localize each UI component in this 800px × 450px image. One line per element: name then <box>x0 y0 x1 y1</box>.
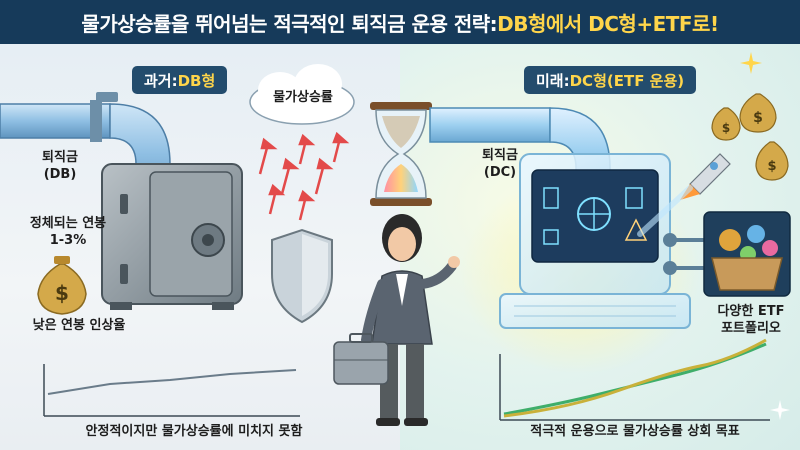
sparkle-icon <box>770 400 790 420</box>
etf-portfolio-line2: 포트폴리오 <box>721 320 781 336</box>
stagnant-salary-text: 정체되는 연봉 <box>29 216 107 231</box>
money-bag-icon-right-3: $ <box>755 141 789 181</box>
etf-portfolio-label: 다양한 ETF 포트폴리오 <box>706 304 796 338</box>
dc-severance-label: 퇴직금 (DC) <box>470 148 530 182</box>
rocket-icon <box>637 153 731 237</box>
future-caption: 적극적 운용으로 물가상승률 상회 목표 <box>530 424 740 439</box>
inflation-cloud-label: 물가상승률 <box>273 90 333 105</box>
sparkle-icon <box>740 52 762 74</box>
shield-icon <box>271 228 333 324</box>
rising-growth-chart <box>499 338 770 421</box>
money-bag-icon-right-2: $ <box>711 107 741 141</box>
safe-icon <box>101 163 243 310</box>
db-severance-type: (DB) <box>43 166 77 182</box>
db-severance-label: 퇴직금 (DB) <box>30 150 90 184</box>
past-section-label: 과거: DB형 <box>132 66 228 94</box>
title-prefix: 물가상승률을 뛰어넘는 적극적인 퇴직금 운용 전략: <box>81 11 498 36</box>
money-bag-symbol: $ <box>55 281 69 305</box>
etf-basket-icon <box>703 211 791 297</box>
money-bag-symbol: $ <box>753 110 763 126</box>
stagnant-salary-rate: 1-3% <box>49 232 87 248</box>
briefcase-icon <box>333 333 389 385</box>
past-label-highlight: DB형 <box>177 71 216 90</box>
scene-illustration: $ <box>0 64 791 426</box>
low-raise-label: 낮은 연봉 인상율 <box>32 318 126 333</box>
money-bag-symbol: $ <box>722 121 730 135</box>
investment-computer-icon <box>460 153 700 374</box>
rising-arrows-icon <box>258 131 350 221</box>
inflation-cloud-icon <box>249 64 355 125</box>
businesswoman-figure <box>361 214 460 426</box>
page-title: 물가상승률을 뛰어넘는 적극적인 퇴직금 운용 전략: DB형에서 DC형+ET… <box>0 0 800 44</box>
past-label-prefix: 과거: <box>144 71 178 90</box>
future-section-label: 미래: DC형(ETF 운용) <box>524 66 697 94</box>
etf-portfolio-line1: 다양한 ETF <box>717 304 785 319</box>
stagnant-salary-label: 정체되는 연봉 1-3% <box>18 216 118 250</box>
right-pipe <box>429 107 620 196</box>
money-bag-symbol: $ <box>767 159 776 174</box>
dc-severance-text: 퇴직금 <box>482 148 518 163</box>
past-caption: 안정적이지만 물가상승률에 미치지 못함 <box>85 424 303 439</box>
dc-severance-type: (DC) <box>483 164 517 180</box>
db-severance-text: 퇴직금 <box>42 150 78 165</box>
flat-growth-chart <box>43 364 300 417</box>
future-label-prefix: 미래: <box>536 71 570 90</box>
title-highlight: DB형에서 DC형+ETF로! <box>497 11 719 36</box>
money-bag-icon-left: $ <box>37 256 87 315</box>
money-bag-icon-right-1: $ <box>739 93 777 133</box>
future-label-highlight: DC형(ETF 운용) <box>569 71 685 90</box>
hourglass-icon <box>370 102 432 206</box>
